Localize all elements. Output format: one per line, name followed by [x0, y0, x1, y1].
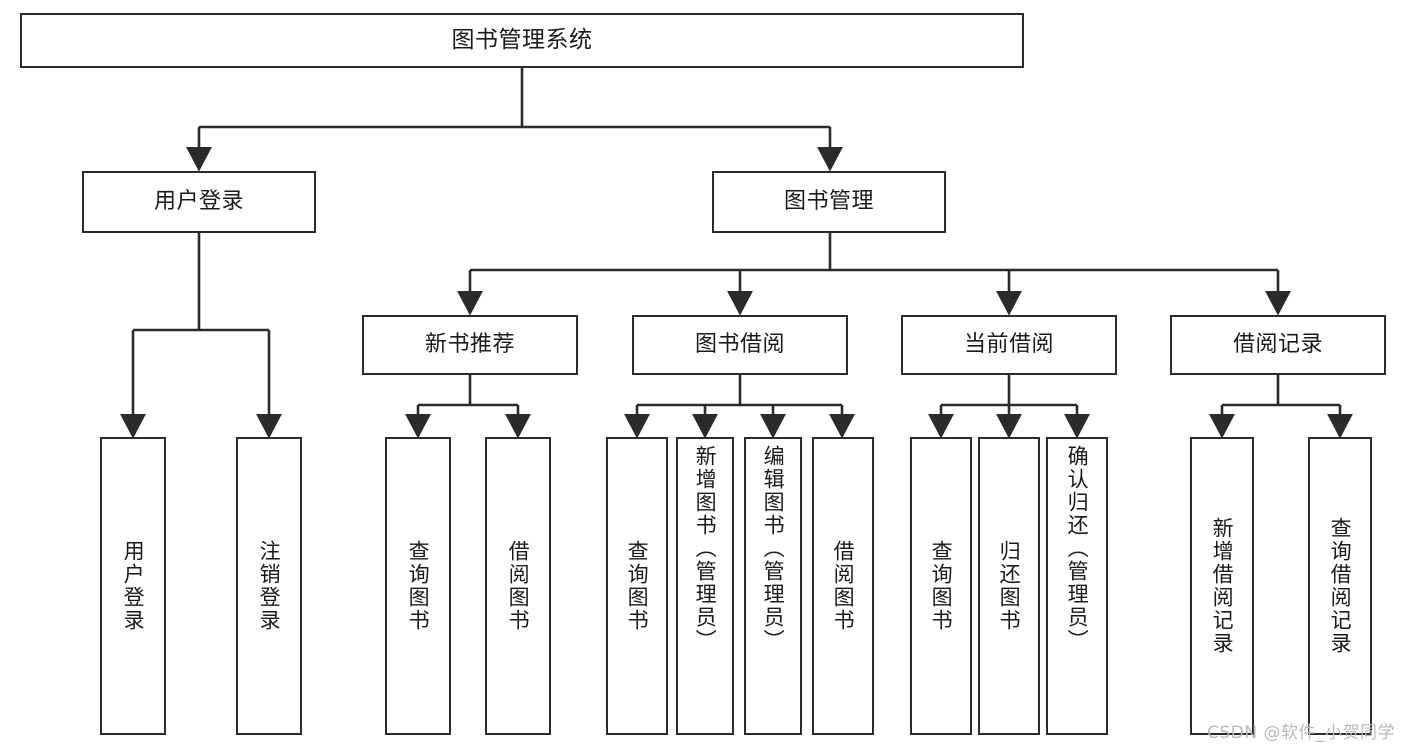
leaf-edit-book-label: 编辑图书（管理员） — [761, 445, 786, 652]
leaf-return-book[interactable]: 归还图书 — [978, 437, 1040, 735]
leaf-borrow-book-2-label: 借阅图书 — [831, 540, 856, 632]
node-new-book-recommend-label: 新书推荐 — [424, 332, 515, 358]
leaf-query-record[interactable]: 查询借阅记录 — [1308, 437, 1372, 735]
node-user-login[interactable]: 用户登录 — [82, 171, 316, 233]
node-borrow-record[interactable]: 借阅记录 — [1170, 315, 1386, 375]
leaf-user-login[interactable]: 用户登录 — [100, 437, 166, 735]
node-current-borrow[interactable]: 当前借阅 — [901, 315, 1117, 375]
leaf-add-record[interactable]: 新增借阅记录 — [1190, 437, 1254, 735]
node-root-label: 图书管理系统 — [451, 26, 593, 53]
leaf-query-record-label: 查询借阅记录 — [1328, 517, 1353, 655]
node-book-manage-label: 图书管理 — [783, 189, 874, 215]
leaf-query-book-2[interactable]: 查询图书 — [606, 437, 668, 735]
leaf-query-book-2-label: 查询图书 — [625, 540, 650, 632]
leaf-add-book-label: 新增图书（管理员） — [693, 445, 718, 652]
node-borrow-record-label: 借阅记录 — [1232, 332, 1323, 358]
leaf-query-book-3[interactable]: 查询图书 — [910, 437, 972, 735]
node-new-book-recommend[interactable]: 新书推荐 — [362, 315, 578, 375]
leaf-confirm-return-label: 确认归还（管理员） — [1065, 445, 1090, 652]
leaf-edit-book[interactable]: 编辑图书（管理员） — [744, 437, 802, 735]
leaf-add-book[interactable]: 新增图书（管理员） — [676, 437, 734, 735]
node-book-borrow-label: 图书借阅 — [694, 332, 785, 358]
node-root[interactable]: 图书管理系统 — [20, 13, 1024, 68]
node-current-borrow-label: 当前借阅 — [963, 332, 1054, 358]
node-book-borrow[interactable]: 图书借阅 — [632, 315, 848, 375]
watermark: CSDN @软件_小贺同学 — [1207, 723, 1395, 743]
leaf-user-login-label: 用户登录 — [121, 540, 146, 632]
leaf-query-book-3-label: 查询图书 — [929, 540, 954, 632]
leaf-add-record-label: 新增借阅记录 — [1210, 517, 1235, 655]
node-user-login-label: 用户登录 — [153, 189, 244, 215]
leaf-query-book-1[interactable]: 查询图书 — [385, 437, 451, 735]
leaf-borrow-book-1-label: 借阅图书 — [506, 540, 531, 632]
leaf-logout-login[interactable]: 注销登录 — [236, 437, 302, 735]
leaf-return-book-label: 归还图书 — [997, 540, 1022, 632]
leaf-confirm-return[interactable]: 确认归还（管理员） — [1046, 437, 1108, 735]
leaf-query-book-1-label: 查询图书 — [406, 540, 431, 632]
leaf-borrow-book-1[interactable]: 借阅图书 — [485, 437, 551, 735]
node-book-manage[interactable]: 图书管理 — [712, 171, 946, 233]
leaf-borrow-book-2[interactable]: 借阅图书 — [812, 437, 874, 735]
leaf-logout-login-label: 注销登录 — [257, 540, 282, 632]
